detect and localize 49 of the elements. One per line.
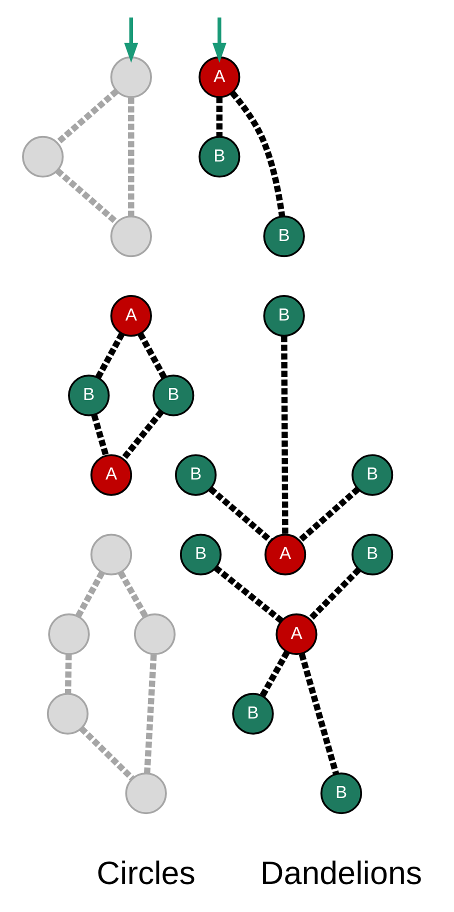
node-circle: A xyxy=(110,295,152,337)
node-circle xyxy=(124,772,166,814)
connector xyxy=(213,565,283,624)
node-circle: B xyxy=(351,454,393,496)
node-circle xyxy=(90,534,132,576)
connector xyxy=(297,486,360,543)
connector xyxy=(90,414,108,457)
connector xyxy=(307,567,360,622)
connector xyxy=(117,571,148,618)
node-circle xyxy=(133,613,176,655)
node-circle xyxy=(48,613,90,655)
label: Dandelions xyxy=(260,854,422,891)
connector xyxy=(54,168,118,224)
node-circle xyxy=(110,215,152,258)
node-circle: B xyxy=(179,534,222,576)
connector xyxy=(78,726,134,780)
connector xyxy=(229,90,285,217)
connector xyxy=(137,332,166,379)
node-circle: A xyxy=(198,56,240,98)
node-circle: B xyxy=(198,136,240,178)
arrow xyxy=(212,18,226,63)
connector xyxy=(55,88,118,145)
node-circle xyxy=(22,136,64,178)
node-circle: B xyxy=(152,374,194,416)
connector xyxy=(259,650,290,698)
node-circle: A xyxy=(275,613,317,655)
connector xyxy=(216,97,222,136)
node-circle: A xyxy=(90,454,132,496)
connector xyxy=(144,654,156,774)
node-circle: B xyxy=(232,692,274,735)
node-circle xyxy=(46,692,88,735)
connector xyxy=(298,653,339,775)
node-circle: B xyxy=(320,772,362,814)
connector xyxy=(64,654,72,694)
connector xyxy=(208,486,272,544)
connector xyxy=(74,571,104,618)
node-circle: A xyxy=(264,534,306,576)
arrow xyxy=(124,18,138,63)
connector xyxy=(280,336,288,535)
connector xyxy=(94,332,124,379)
node-circle: B xyxy=(68,374,110,416)
label: Circles xyxy=(96,854,195,891)
node-circle: B xyxy=(174,454,216,496)
connector xyxy=(120,410,164,461)
connector xyxy=(128,98,134,216)
node-circle xyxy=(110,56,152,98)
node-circle: B xyxy=(262,215,304,258)
node-circle: B xyxy=(262,295,304,337)
node-circle: B xyxy=(351,534,393,576)
